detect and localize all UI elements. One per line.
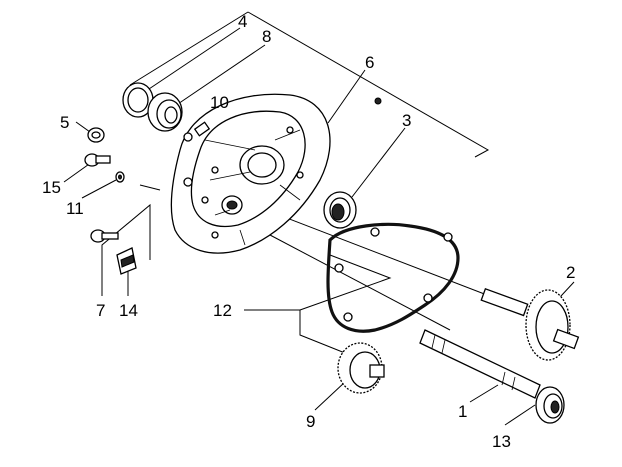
part-8-bearing <box>147 92 183 132</box>
callout-13: 13 <box>492 432 511 451</box>
leader-lines <box>63 11 575 426</box>
callout-4: 4 <box>238 12 247 31</box>
part-6-housing-cover <box>170 93 382 254</box>
callout-8: 8 <box>262 27 271 46</box>
part-9-pinion-gear <box>337 342 385 394</box>
callout-12: 12 <box>213 301 232 320</box>
part-2-gear-shaft <box>480 288 580 361</box>
part-12-gasket <box>326 222 460 333</box>
part-13-bearing <box>535 386 565 424</box>
part-11-washer <box>115 171 125 183</box>
part-5-plug <box>87 127 105 143</box>
callout-labels: 4 8 6 10 5 3 15 11 2 12 7 14 1 9 13 <box>42 12 575 451</box>
callout-10: 10 <box>210 93 229 112</box>
part-1-input-shaft <box>419 329 541 399</box>
part-10-dowel <box>193 121 211 137</box>
part-7-screw <box>90 229 119 243</box>
callout-7: 7 <box>96 301 105 320</box>
callout-3: 3 <box>402 111 411 130</box>
callout-1: 1 <box>458 402 467 421</box>
part-4-circlip <box>122 82 154 118</box>
callout-14: 14 <box>119 301 138 320</box>
callout-15: 15 <box>42 178 61 197</box>
callout-5: 5 <box>60 113 69 132</box>
callout-6: 6 <box>365 53 374 72</box>
part-3-oil-seal <box>323 191 357 229</box>
callout-2: 2 <box>566 263 575 282</box>
part-14-clip <box>116 247 137 275</box>
callout-9: 9 <box>306 412 315 431</box>
callout-11: 11 <box>66 199 84 218</box>
part-15-bolt <box>84 153 111 167</box>
